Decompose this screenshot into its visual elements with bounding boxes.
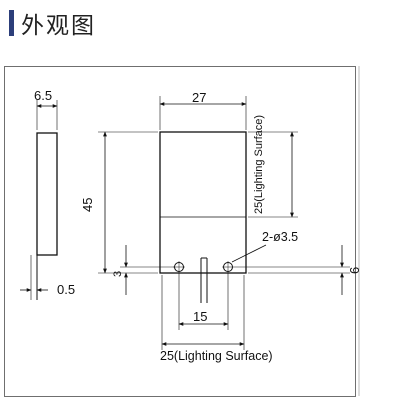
frame-shadow [358, 66, 360, 396]
dim-lead-thickness: 0.5 [57, 282, 75, 297]
dim-hole-spacing: 15 [193, 309, 207, 324]
dim-side-thickness: 6.5 [34, 88, 52, 103]
dim-lighting-width: 25(Lighting Surface) [160, 349, 273, 363]
dimension-lines [98, 96, 350, 350]
dimension-labels: 6.5 27 45 25(Lighting Surface) 2-ø3.5 3 … [34, 88, 362, 363]
dim-hole-offset-right: 6 [347, 267, 362, 274]
dim-hole-offset-left: 3 [112, 271, 124, 277]
header-accent-bar [9, 10, 14, 36]
dim-width-top: 27 [192, 90, 206, 105]
front-view [159, 131, 247, 303]
section-title: 外观图 [21, 13, 96, 39]
dim-holes: 2-ø3.5 [262, 230, 298, 244]
dim-lighting-height: 25(Lighting Surface) [253, 115, 265, 214]
section-header: 外观图 [0, 0, 412, 46]
drawing-frame [4, 66, 356, 397]
side-view [20, 100, 58, 300]
dim-height-total: 45 [80, 198, 95, 212]
